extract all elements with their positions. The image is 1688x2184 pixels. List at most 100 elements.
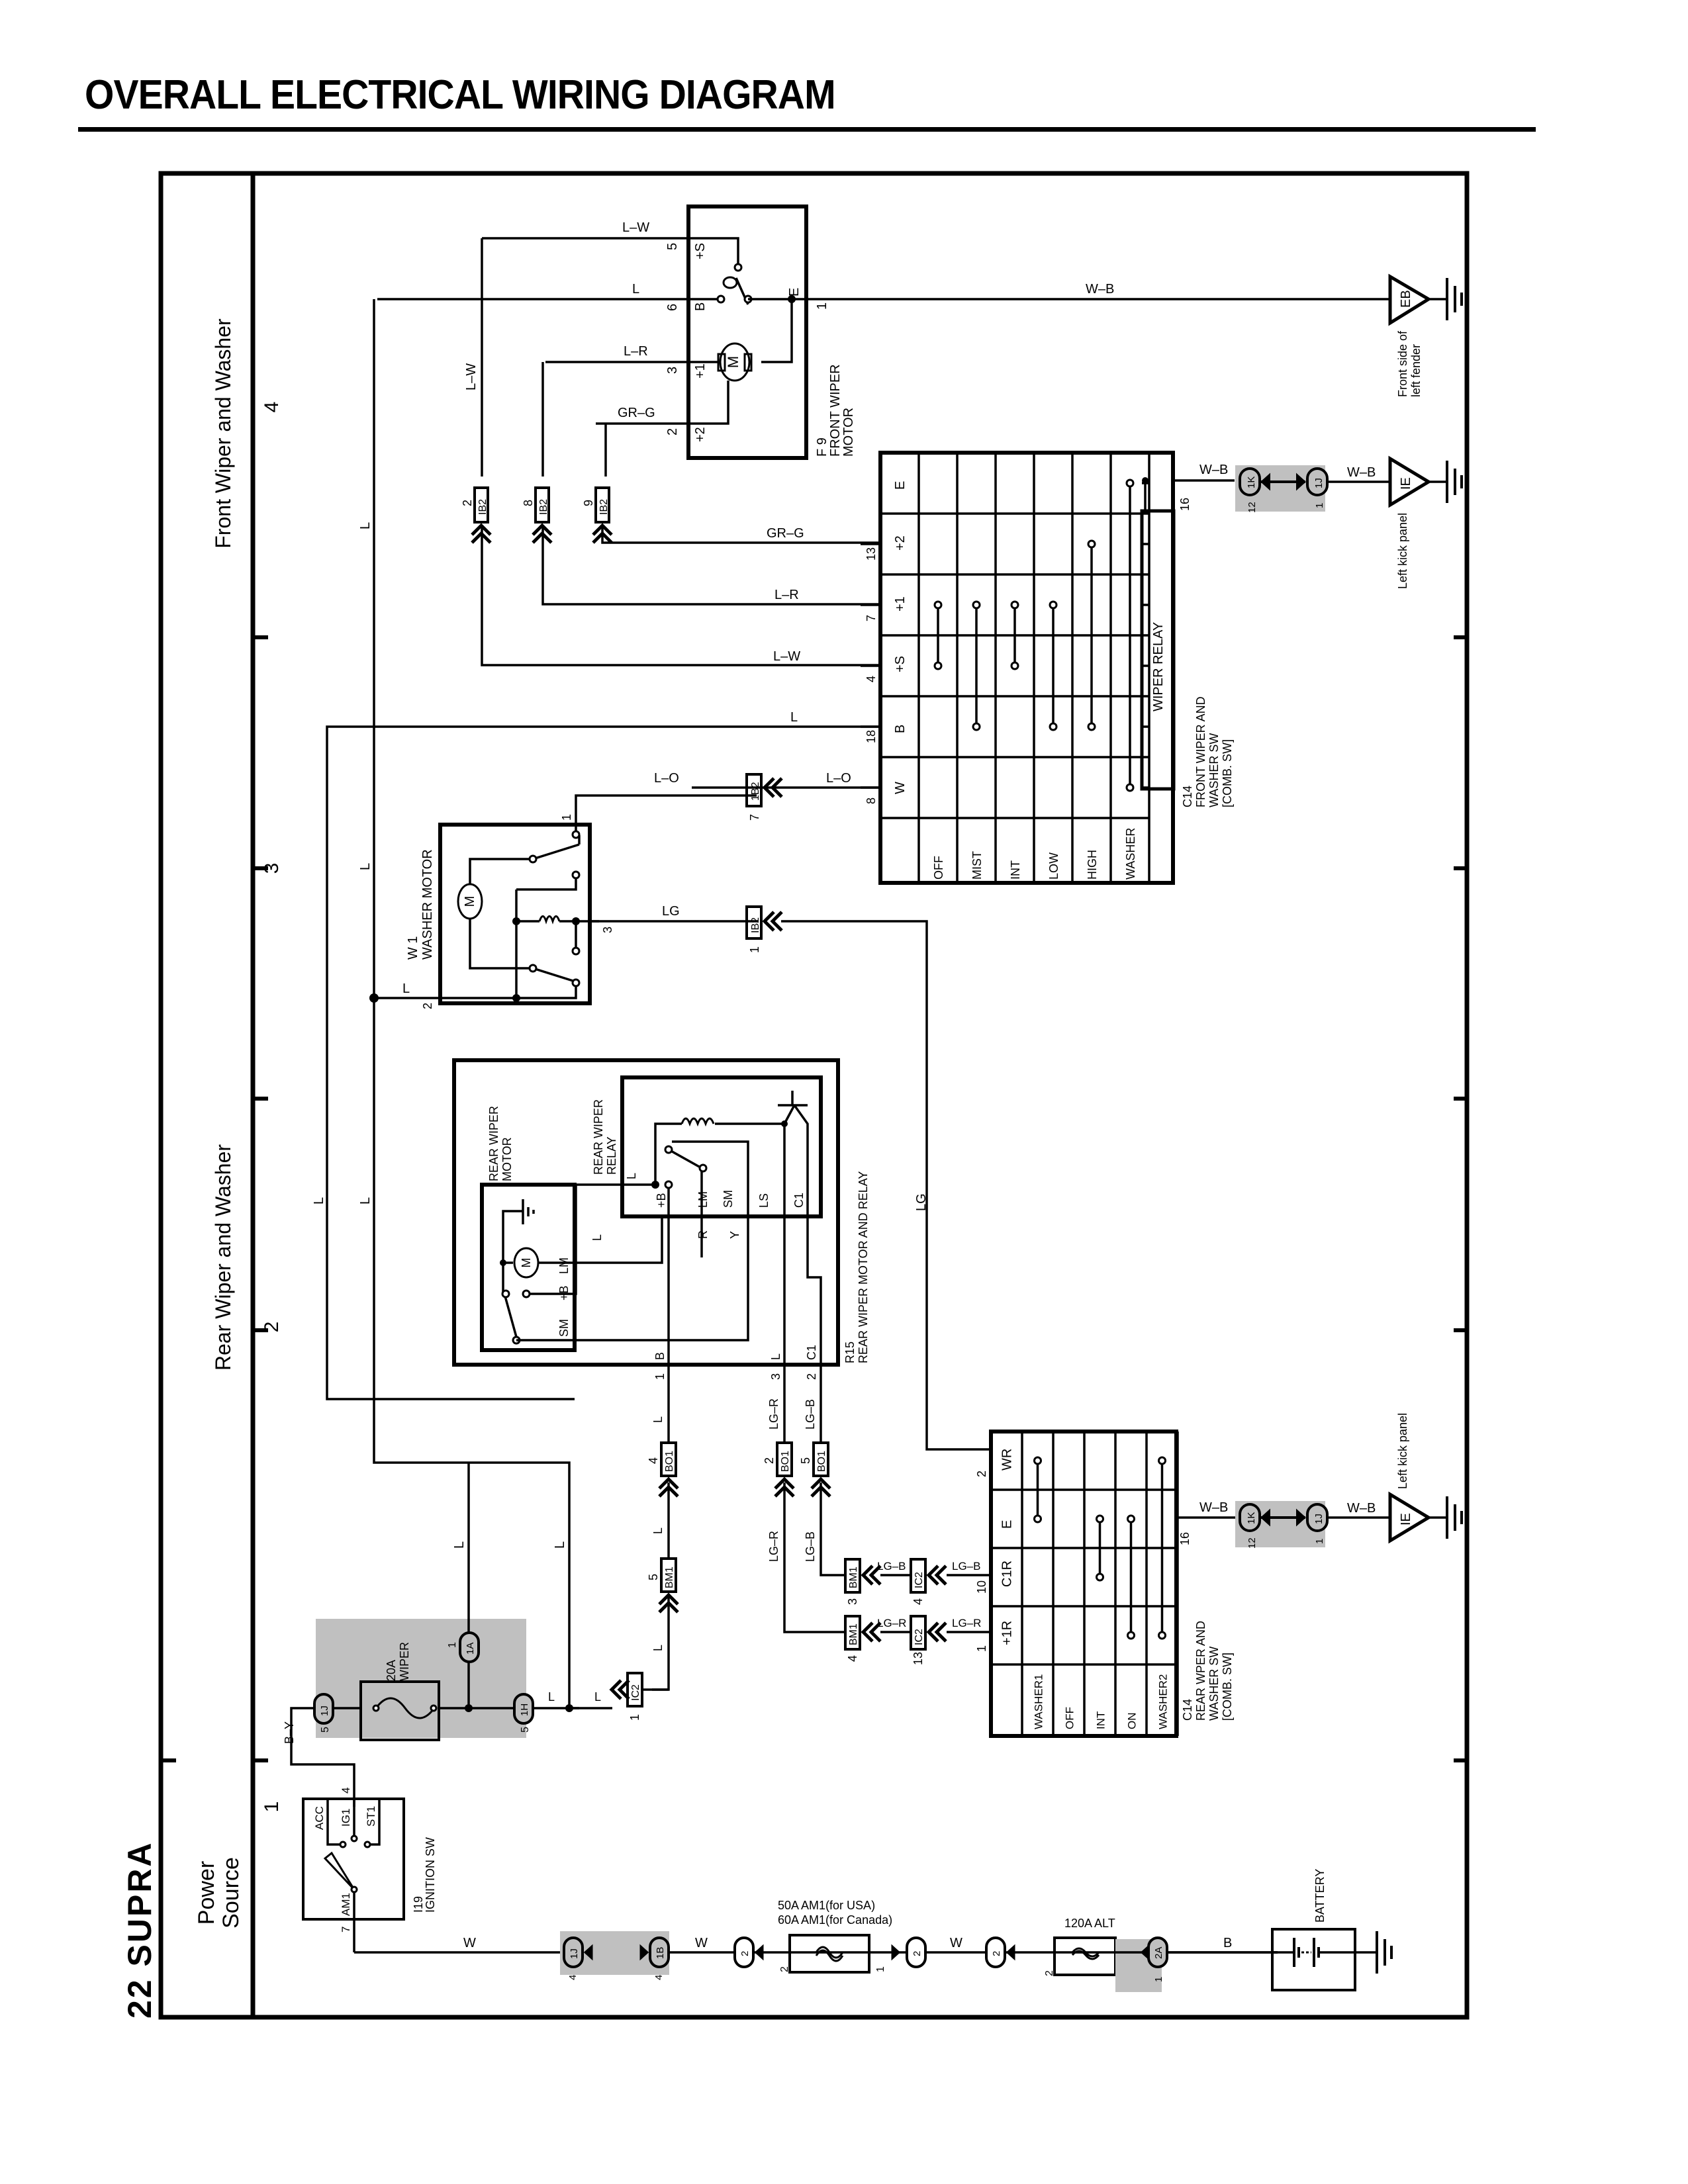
wire-label: B [1223, 1936, 1232, 1950]
wire-label: LG–R [767, 1398, 780, 1430]
terminal-label: +B [655, 1193, 668, 1208]
ground-location: left fender [1409, 344, 1423, 397]
connector-code: IB2 [538, 499, 549, 515]
terminal-label: W [893, 782, 908, 794]
pin-label: 2 [805, 1373, 818, 1380]
switch-position-label: INT [1095, 1711, 1107, 1729]
contact-point [933, 600, 943, 610]
junction-code: 1B [655, 1947, 666, 1959]
fuse-name: WIPER [398, 1642, 411, 1681]
ground-ie-front: 1K 1J 12 1 W–B IE Left kick panel [1235, 455, 1463, 589]
terminal-label: E [787, 288, 802, 296]
wire-label: L–W [773, 649, 800, 664]
wire-label: L [594, 1690, 601, 1704]
wire-label: L [625, 1173, 638, 1179]
component-name: MOTOR [841, 408, 856, 457]
wire-label: LG–B [804, 1399, 817, 1430]
terminal-label: IG1 [340, 1809, 352, 1827]
connector-code: IB2 [598, 499, 610, 515]
fuse-label: 50A AM1(for USA) [778, 1899, 875, 1912]
pin-label: 3 [601, 927, 614, 933]
terminal-label: LM [696, 1191, 710, 1208]
connector-code: IB2 [477, 499, 489, 515]
contact-point [1096, 1572, 1104, 1582]
wire-label: L [651, 1416, 665, 1423]
battery-label: BATTERY [1313, 1869, 1327, 1923]
pin-label: 1 [628, 1714, 641, 1721]
motor-glyph: M [463, 896, 477, 907]
column-number-3: 3 [261, 863, 283, 874]
pin-label: 18 [865, 730, 878, 743]
terminal-label: +1 [893, 596, 908, 612]
front-wiper-switch-table: WIPER RELAY C14 FRONT WIPER AND WASHER S… [861, 451, 1235, 885]
component-code: F 9 [815, 437, 829, 457]
switch-position-label: INT [1009, 860, 1022, 880]
wire-label: W [950, 1936, 962, 1950]
section-label-power-source: Power [194, 1861, 219, 1925]
pin-label: 4 [912, 1598, 925, 1605]
frame [158, 171, 1470, 2020]
component-code: C14 [1181, 786, 1194, 807]
pin-label: 1 [1153, 1977, 1164, 1982]
terminal-label: C1 [805, 1345, 818, 1360]
battery: BATTERY [1271, 1869, 1393, 1991]
component-code: C14 [1181, 1699, 1194, 1721]
contact-point [933, 661, 943, 670]
pin-label: 1 [1314, 1539, 1325, 1544]
pin-label: 1 [447, 1642, 458, 1648]
switch-position-label: WASHER2 [1157, 1674, 1170, 1729]
component-label: MOTOR [500, 1137, 514, 1181]
am1-fuse: 50A AM1(for USA) 60A AM1(for Canada) 2 1 [778, 1899, 892, 1974]
pin-label: 12 [1246, 1537, 1258, 1549]
wire-label: LG–R [767, 1531, 780, 1562]
pin-label: 8 [865, 797, 878, 804]
ground-eb: EB Front side of left fender [1388, 273, 1463, 397]
pin-label: 2 [975, 1471, 988, 1477]
junction-code: 1J [569, 1948, 580, 1959]
wire-label: L–O [654, 771, 679, 786]
column-number-4: 4 [261, 402, 283, 413]
contact-point [1010, 600, 1019, 610]
fuse-label: 60A AM1(for Canada) [778, 1913, 892, 1927]
junction-code: 2 [991, 1951, 1002, 1956]
connector-code: 1B2 [750, 782, 761, 801]
switch-position-label: OFF [932, 856, 945, 880]
terminal-label: B [653, 1352, 667, 1360]
pin-label: 3 [665, 367, 680, 374]
pin-label: 5 [799, 1457, 812, 1464]
junction-code: 1J [1313, 1514, 1325, 1524]
connector-code: IC2 [914, 1572, 925, 1588]
junction-code: 2 [912, 1951, 923, 1956]
terminal-label: +1 [693, 363, 708, 379]
wire-label: W [463, 1936, 476, 1950]
terminal-label: C1R [1000, 1561, 1015, 1587]
title-rule [78, 127, 1536, 132]
wire-label: LG–R [877, 1617, 906, 1629]
connector-code: BM1 [848, 1623, 859, 1645]
junction-code: 1K [1246, 477, 1257, 488]
terminal-label: SM [557, 1319, 571, 1337]
ground-code: IE [1399, 477, 1413, 490]
contact-point [972, 600, 981, 610]
pin-label: 4 [865, 676, 878, 682]
connector-code: IC2 [914, 1629, 925, 1645]
wire-label: W–B [1199, 463, 1228, 477]
pin-label: 2 [461, 500, 474, 506]
pin-label: 10 [975, 1580, 988, 1594]
pin-label: 2 [779, 1966, 790, 1972]
fuse-label: 120A ALT [1064, 1917, 1115, 1930]
pin-label: 1 [560, 814, 573, 821]
wire-label: L [651, 1645, 665, 1651]
wire-label: L [632, 282, 639, 296]
terminal-label: +2 [893, 535, 908, 551]
washer-motor: M W 1 WASHER MOTOR 1 2 3 L [369, 794, 757, 1009]
junction-code: 1J [1313, 478, 1325, 488]
model-label: 22 SUPRA [121, 1841, 158, 2019]
terminal-label: +2 [693, 427, 708, 442]
pin-label: 4 [653, 1975, 665, 1980]
section-label-front-wiper: Front Wiper and Washer [211, 318, 235, 549]
column-number-1: 1 [261, 1801, 283, 1813]
ignition-switch: ACC IG1 ST1 AM1 4 7 I19 IGNITION SW [302, 1788, 437, 1952]
wire-label: L [790, 710, 798, 725]
